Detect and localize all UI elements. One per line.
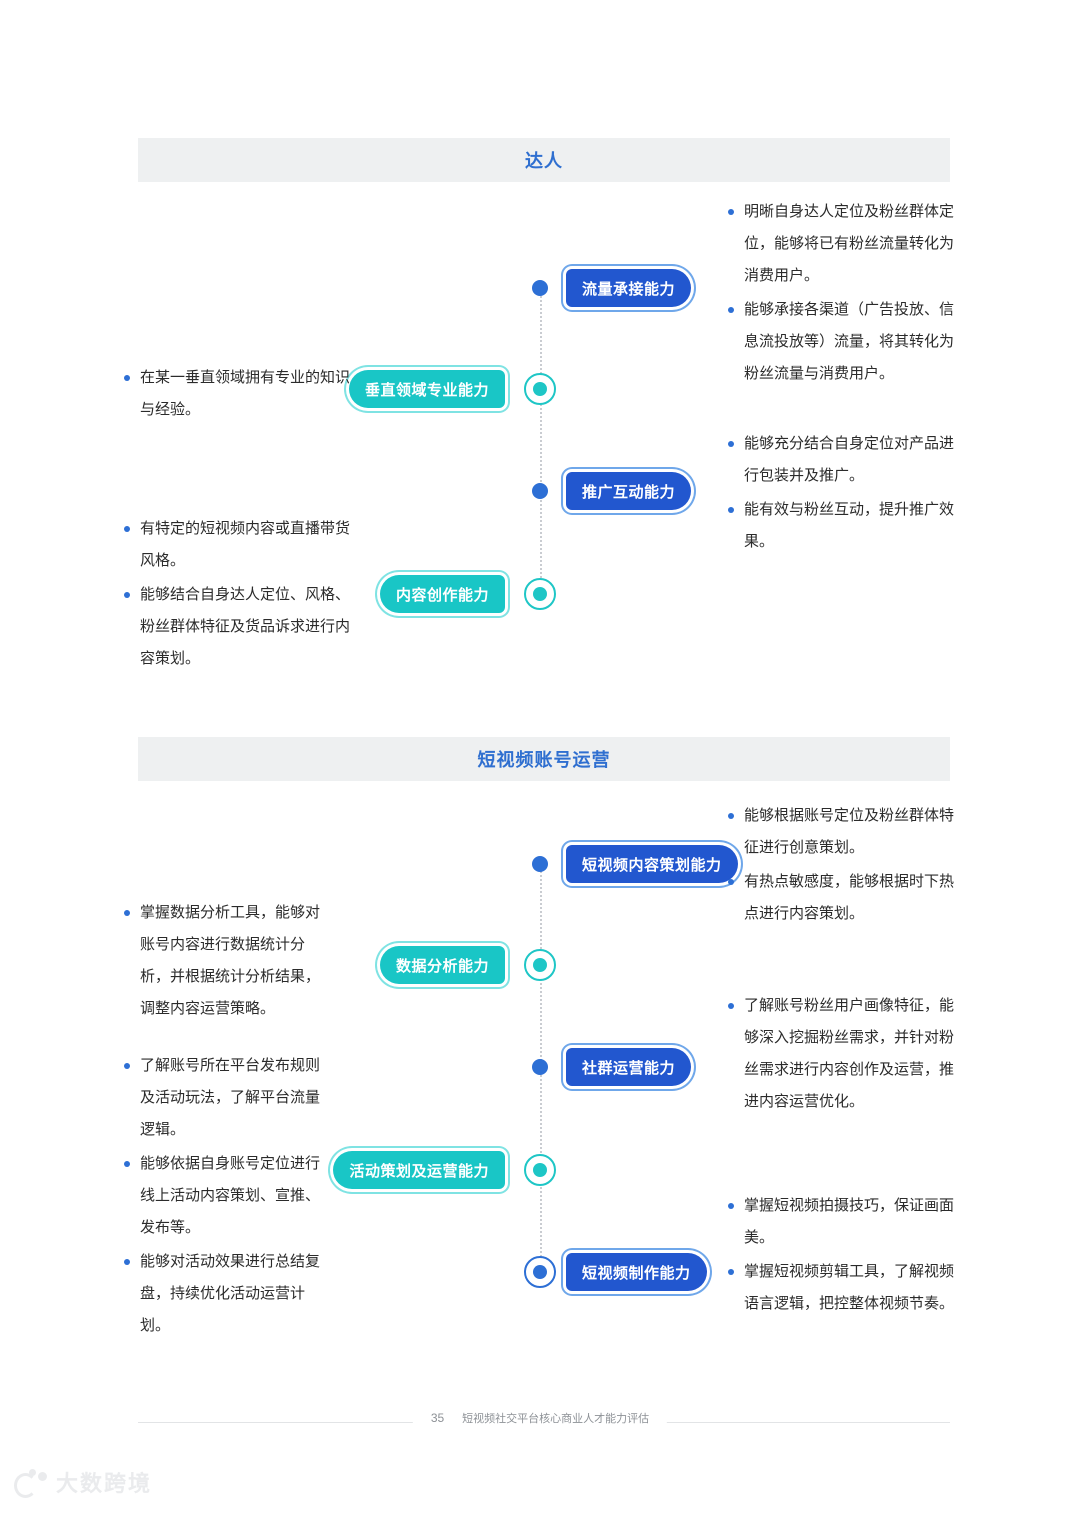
bullet-group-left: 在某一垂直领域拥有专业的知识与经验。	[124, 362, 352, 428]
bullet-item: 有特定的短视频内容或直播带货风格。	[124, 513, 352, 577]
section-title: 短视频账号运营	[477, 750, 611, 770]
bullet-group-right: 明晰自身达人定位及粉丝群体定位，能够将已有粉丝流量转化为消费用户。 能够承接各渠…	[728, 196, 954, 392]
footer-caption-group: 35 短视频社交平台核心商业人才能力评估	[412, 1410, 668, 1426]
footer-caption: 短视频社交平台核心商业人才能力评估	[462, 1413, 650, 1425]
bullet-group-right: 了解账号粉丝用户画像特征，能够深入挖掘粉丝需求，并针对粉丝需求进行内容创作及运营…	[728, 990, 954, 1120]
capability-pill-promotion[interactable]: 推广互动能力	[566, 472, 692, 510]
capability-pill-data-analysis[interactable]: 数据分析能力	[379, 946, 505, 984]
pill-label: 活动策划及运营能力	[349, 1162, 489, 1180]
bullet-item: 有热点敏感度，能够根据时下热点进行内容策划。	[728, 866, 954, 930]
capability-pill-campaign-planning[interactable]: 活动策划及运营能力	[333, 1151, 505, 1189]
watermark-label: 大数跨境	[56, 1471, 153, 1496]
bullet-item: 能够承接各渠道（广告投放、信息流投放等）流量，将其转化为粉丝流量与消费用户。	[728, 294, 954, 390]
capability-pill-community-ops[interactable]: 社群运营能力	[566, 1048, 692, 1086]
node-marker-dot	[532, 1059, 548, 1075]
capability-pill-video-production[interactable]: 短视频制作能力	[566, 1253, 707, 1291]
bullet-item: 能够依据自身账号定位进行线上活动内容策划、宣推、发布等。	[124, 1148, 334, 1244]
section-title: 达人	[525, 151, 563, 171]
bullet-item: 掌握数据分析工具，能够对账号内容进行数据统计分析，并根据统计分析结果，调整内容运…	[124, 897, 334, 1025]
capability-pill-traffic[interactable]: 流量承接能力	[566, 269, 692, 307]
bullet-item: 了解账号所在平台发布规则及活动玩法，了解平台流量逻辑。	[124, 1050, 334, 1146]
page-footer: 35 短视频社交平台核心商业人才能力评估	[0, 1404, 1080, 1440]
section-header-talent: 达人	[138, 138, 950, 182]
timeline-spine-talent	[540, 288, 542, 598]
bullet-item: 能有效与粉丝互动，提升推广效果。	[728, 494, 954, 558]
pill-label: 短视频制作能力	[582, 1264, 691, 1282]
bullet-item: 掌握短视频拍摄技巧，保证画面美。	[728, 1190, 954, 1254]
bullet-group-left: 有特定的短视频内容或直播带货风格。 能够结合自身达人定位、风格、粉丝群体特征及货…	[124, 513, 352, 677]
bullet-item: 掌握短视频剪辑工具，了解视频语言逻辑，把控整体视频节奏。	[728, 1256, 954, 1320]
node-marker-dot	[532, 483, 548, 499]
bullet-group-left: 了解账号所在平台发布规则及活动玩法，了解平台流量逻辑。 能够依据自身账号定位进行…	[124, 1050, 334, 1344]
bullet-item: 能够对活动效果进行总结复盘，持续优化活动运营计划。	[124, 1246, 334, 1342]
bullet-item: 在某一垂直领域拥有专业的知识与经验。	[124, 362, 352, 426]
pill-label: 数据分析能力	[395, 957, 489, 975]
node-marker-dot	[532, 856, 548, 872]
bullet-item: 能够根据账号定位及粉丝群体特征进行创意策划。	[728, 800, 954, 864]
node-marker-ring-blue	[524, 1256, 556, 1288]
capability-pill-content-creation[interactable]: 内容创作能力	[379, 575, 505, 613]
capability-pill-content-planning[interactable]: 短视频内容策划能力	[566, 845, 738, 883]
node-marker-ring	[524, 373, 556, 405]
bullet-item: 明晰自身达人定位及粉丝群体定位，能够将已有粉丝流量转化为消费用户。	[728, 196, 954, 292]
watermark: 大数跨境	[14, 1466, 152, 1498]
bullet-item: 了解账号粉丝用户画像特征，能够深入挖掘粉丝需求，并针对粉丝需求进行内容创作及运营…	[728, 990, 954, 1118]
node-marker-ring	[524, 949, 556, 981]
pill-label: 推广互动能力	[582, 483, 676, 501]
capability-pill-vertical-expertise[interactable]: 垂直领域专业能力	[348, 370, 505, 408]
node-marker-ring	[524, 1154, 556, 1186]
node-marker-dot	[532, 280, 548, 296]
bullet-group-left: 掌握数据分析工具，能够对账号内容进行数据统计分析，并根据统计分析结果，调整内容运…	[124, 897, 334, 1027]
node-marker-ring	[524, 578, 556, 610]
section-header-account-ops: 短视频账号运营	[138, 737, 950, 781]
bullet-group-right: 掌握短视频拍摄技巧，保证画面美。 掌握短视频剪辑工具，了解视频语言逻辑，把控整体…	[728, 1190, 954, 1322]
pill-label: 垂直领域专业能力	[364, 381, 489, 399]
pill-label: 内容创作能力	[395, 586, 489, 604]
pill-label: 社群运营能力	[582, 1059, 676, 1077]
pill-label: 短视频内容策划能力	[582, 856, 722, 874]
page-number: 35	[430, 1411, 445, 1425]
pill-label: 流量承接能力	[582, 280, 676, 298]
watermark-logo-icon	[14, 1469, 48, 1498]
bullet-item: 能够充分结合自身定位对产品进行包装并及推广。	[728, 428, 954, 492]
bullet-item: 能够结合自身达人定位、风格、粉丝群体特征及货品诉求进行内容策划。	[124, 579, 352, 675]
bullet-group-right: 能够根据账号定位及粉丝群体特征进行创意策划。 有热点敏感度，能够根据时下热点进行…	[728, 800, 954, 932]
bullet-group-right: 能够充分结合自身定位对产品进行包装并及推广。 能有效与粉丝互动，提升推广效果。	[728, 428, 954, 560]
